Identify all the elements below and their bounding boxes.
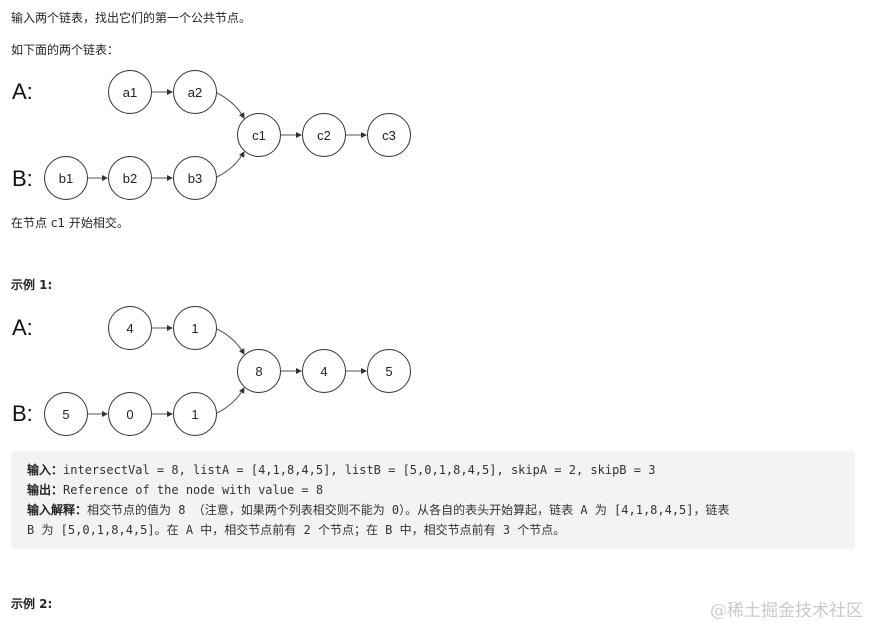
node-c2: c2 bbox=[317, 128, 331, 143]
list-a-label: A: bbox=[12, 315, 33, 340]
output-value: Reference of the node with value = 8 bbox=[63, 483, 324, 497]
example-explain-line-1: 输入解释：相交节点的值为 8 （注意，如果两个列表相交则不能为 0）。从各自的表… bbox=[27, 501, 730, 519]
node-c-2: 4 bbox=[320, 364, 327, 379]
node-b2: b2 bbox=[123, 171, 137, 186]
list-a-label: A: bbox=[12, 79, 33, 104]
example-output-line: 输出：Reference of the node with value = 8 bbox=[27, 481, 323, 499]
explain-text-1: 相交节点的值为 8 （注意，如果两个列表相交则不能为 0）。从各自的表头开始算起… bbox=[87, 503, 730, 517]
intro-line-2: 如下面的两个链表： bbox=[11, 43, 120, 57]
node-c1: c1 bbox=[252, 128, 266, 143]
list-b-label: B: bbox=[12, 166, 33, 191]
example-1-title: 示例 1: bbox=[11, 278, 53, 292]
node-a-2: 1 bbox=[191, 321, 198, 336]
node-c3: c3 bbox=[382, 128, 396, 143]
node-b-1: 5 bbox=[62, 407, 69, 422]
linked-list-diagram-example-1: A: B: 4 1 8 4 5 5 0 1 bbox=[0, 298, 430, 447]
list-b-label: B: bbox=[12, 401, 33, 426]
example-explain-line-2: B 为 [5,0,1,8,4,5]。在 A 中，相交节点前有 2 个节点；在 B… bbox=[27, 523, 566, 537]
output-key: 输出： bbox=[27, 483, 64, 497]
node-b1: b1 bbox=[59, 171, 73, 186]
explain-key: 输入解释： bbox=[27, 503, 88, 517]
node-a1: a1 bbox=[123, 85, 137, 100]
example-1-box: 输入：intersectVal = 8, listA = [4,1,8,4,5]… bbox=[11, 451, 855, 549]
node-c-3: 5 bbox=[385, 364, 392, 379]
node-b-2: 0 bbox=[126, 407, 133, 422]
node-a-1: 4 bbox=[126, 321, 133, 336]
node-b3: b3 bbox=[188, 171, 202, 186]
watermark: @稀土掘金技术社区 bbox=[710, 601, 863, 621]
linked-list-diagram-1: A: B: a1 a2 c1 c2 c3 b1 b2 b3 bbox=[0, 60, 430, 214]
input-key: 输入： bbox=[27, 463, 64, 477]
node-b-3: 1 bbox=[191, 407, 198, 422]
intro-line-1: 输入两个链表，找出它们的第一个公共节点。 bbox=[11, 11, 252, 25]
node-a2: a2 bbox=[188, 85, 202, 100]
example-2-title: 示例 2: bbox=[11, 597, 53, 611]
intersect-note: 在节点 c1 开始相交。 bbox=[11, 216, 129, 230]
node-c-1: 8 bbox=[255, 364, 262, 379]
example-input-line: 输入：intersectVal = 8, listA = [4,1,8,4,5]… bbox=[27, 461, 655, 479]
input-value: intersectVal = 8, listA = [4,1,8,4,5], l… bbox=[63, 463, 656, 477]
